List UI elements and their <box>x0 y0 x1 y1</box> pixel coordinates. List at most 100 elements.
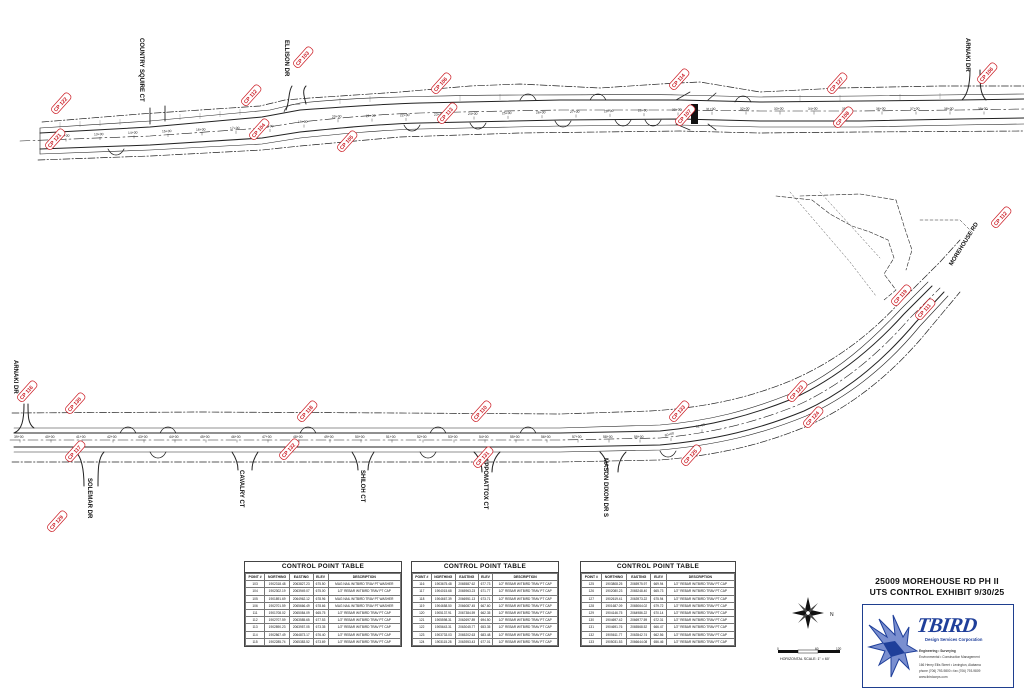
control-point-table-2: CONTROL POINT TABLE POINT # NORTHING EAS… <box>411 561 559 648</box>
table-cell: 118 <box>412 594 432 603</box>
station-label: 54+00 <box>479 435 489 439</box>
control-point-cp132[interactable]: CP 132 <box>278 438 300 461</box>
station-label: 13+00 <box>94 132 104 136</box>
station-label: 28+00 <box>604 109 614 113</box>
table-cell: 2063045.77 <box>454 623 479 632</box>
table-cell: 126 <box>581 587 602 596</box>
table-cell: 127 <box>581 594 602 603</box>
control-point-cp106[interactable]: CP 106 <box>430 72 452 95</box>
control-point-cp112-east[interactable]: CP 112 <box>990 206 1012 229</box>
table-cell: 114 <box>244 630 266 639</box>
station-label: 37+00 <box>910 107 920 111</box>
control-point-cp133[interactable]: CP 133 <box>668 400 690 423</box>
table-cell: 2064962.12 <box>289 594 314 603</box>
table-cell: 1/2" REBAR W/TBIRD TRAV PT CAP <box>492 609 558 618</box>
street-label-morehouse: MOREHOUSE RD <box>949 221 981 267</box>
station-label: 38+00 <box>944 107 954 111</box>
control-point-cp127[interactable]: CP 127 <box>826 72 848 95</box>
table-cell: 2065248.40 <box>626 587 652 596</box>
control-point-cp114[interactable]: CP 114 <box>668 68 690 91</box>
table-cell: 130 <box>581 616 602 625</box>
company-brand: TBIRD <box>915 613 978 637</box>
table-cell: 665.73 <box>650 587 667 596</box>
control-point-cp129[interactable]: CP 129 <box>46 510 68 533</box>
table-cell: 2065568.52 <box>626 623 652 632</box>
table-cell: 1/2" REBAR W/TBIRD TRAV PT CAP <box>665 630 736 639</box>
table-cell: 1902701.59 <box>264 601 291 611</box>
table-cell: 2064986.22 <box>626 609 652 618</box>
control-point-cp117[interactable]: CP 117 <box>64 440 86 463</box>
table-cell: 1/2" REBAR W/TBIRD TRAV PT CAP <box>327 616 402 625</box>
col-point: POINT # <box>581 572 602 582</box>
station-label: 24+00 <box>468 112 478 116</box>
table-cell: 2065084.09 <box>289 609 314 618</box>
table-cell: 1905643.31 <box>430 623 456 632</box>
table-cell: 133 <box>581 637 602 647</box>
scale-label: HORIZONTAL SCALE: 1" = 60' <box>780 657 830 661</box>
table-cell: 678.96 <box>312 594 329 603</box>
table-cell: 675.94 <box>650 594 667 603</box>
table-cell: 673.35 <box>312 623 329 632</box>
station-label: 39+00 <box>14 435 24 439</box>
company-services: Engineering • Surveying <box>919 649 956 653</box>
control-point-cp110[interactable]: CP 110 <box>470 400 492 423</box>
table-cell: MAG NAIL W/TBIRD TRAV PT WASHER <box>327 580 402 589</box>
control-point-cp103[interactable]: CP 103 <box>292 46 314 69</box>
station-label: 42+00 <box>107 435 117 439</box>
table-cell: 120 <box>412 609 432 618</box>
table-cell: 1901891.69 <box>264 594 291 603</box>
station-label: 20+00 <box>332 114 342 118</box>
table-cell: 678.66 <box>312 601 329 611</box>
control-point-cp124[interactable]: CP 124 <box>802 406 824 429</box>
company-address: 166 Henry Ellis Street • Lexington, Alab… <box>919 663 981 667</box>
col-northing: NORTHING <box>600 572 628 582</box>
control-point-cp122[interactable]: CP 122 <box>50 92 72 115</box>
control-point-cp112[interactable]: CP 112 <box>240 84 262 107</box>
table-cell: 1/2" REBAR W/TBIRD TRAV PT CAP <box>665 637 736 647</box>
table-cell: 1904015.68 <box>430 587 456 596</box>
station-label: 41+00 <box>76 435 86 439</box>
table-cell: 128 <box>581 601 602 611</box>
control-point-cp116[interactable]: CP 116 <box>16 380 38 403</box>
table-cell: 2063542.74 <box>626 630 652 639</box>
table-cell: 1/2" REBAR W/TBIRD TRAV PT CAP <box>492 637 558 647</box>
station-label: 49+00 <box>324 435 334 439</box>
table-cell: 119 <box>412 601 432 611</box>
station-label: 33+00 <box>774 107 784 111</box>
table-cell: 653.35 <box>477 623 494 632</box>
control-point-cp125[interactable]: CP 125 <box>680 444 702 467</box>
station-label: 53+00 <box>448 435 458 439</box>
table-cell: 2063949.07 <box>289 587 314 596</box>
control-point-cp106b[interactable]: CP 106 <box>976 62 998 85</box>
control-point-table-3: CONTROL POINT TABLE POINT # NORTHING EAS… <box>580 561 736 648</box>
table-cell: 2063827.23 <box>289 580 314 589</box>
control-point-cp118[interactable]: CP 118 <box>296 400 318 423</box>
table-cell: 1/2" REBAR W/TBIRD TRAV PT CAP <box>665 609 736 618</box>
table-cell: 670.14 <box>650 609 667 618</box>
col-northing: NORTHING <box>264 572 291 582</box>
table-cell: 672.31 <box>650 616 667 625</box>
street-label-arnaki-top: ARNAKI DR <box>964 38 970 72</box>
table-cell: 1/2" REBAR W/TBIRD TRAV PT CAP <box>327 637 402 647</box>
station-label: 47+00 <box>262 435 272 439</box>
table-cell: 104 <box>244 587 266 596</box>
table-cell: 1904146.75 <box>600 609 628 618</box>
table-cell: 1905137.91 <box>430 609 456 618</box>
table-cell: 2065587.62 <box>454 580 479 589</box>
col-elev: ELEV <box>650 572 667 582</box>
table-cell: 671.77 <box>477 587 494 596</box>
table-cell: MAG NAIL W/TBIRD TRAV PT WASHER <box>327 594 402 603</box>
control-point-cp123[interactable]: CP 123 <box>786 380 808 403</box>
control-point-cp130[interactable]: CP 130 <box>64 392 86 415</box>
table-cell: 1904667.39 <box>430 594 456 603</box>
